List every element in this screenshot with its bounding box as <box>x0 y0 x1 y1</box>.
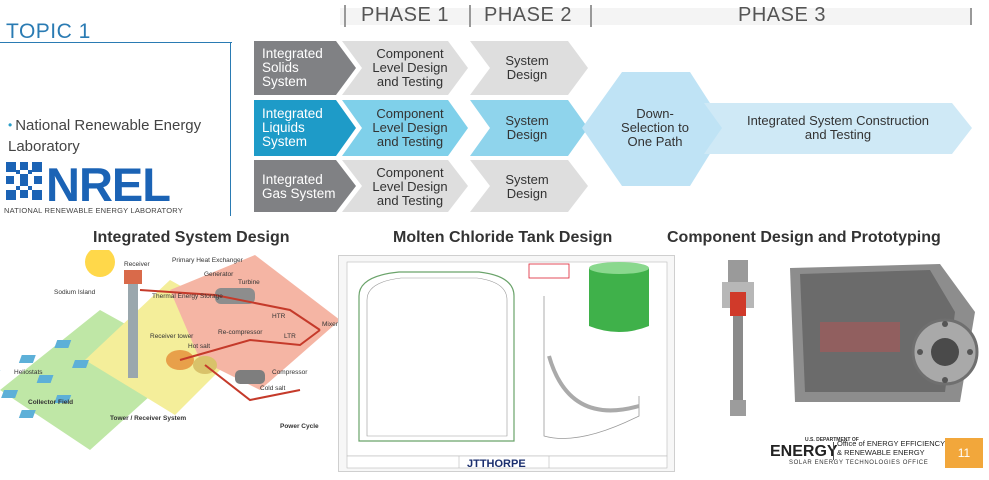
flow-diagram <box>254 41 972 212</box>
label-primary-hx: Primary Heat Exchanger <box>172 257 244 264</box>
label-collector-field: Collector Field <box>28 399 73 406</box>
eere-line1: Office of ENERGY EFFICIENCY <box>837 439 946 448</box>
lab-name-text: National Renewable Energy Laboratory <box>8 117 202 155</box>
label-turbine: Turbine <box>238 279 260 286</box>
label-mixer: Mixer <box>322 321 339 328</box>
label-receiver-tower: Receiver tower <box>150 333 194 340</box>
label-htr: HTR <box>272 313 286 320</box>
down-selection-shape <box>582 72 726 186</box>
phase-1-label: PHASE 1 <box>361 4 449 26</box>
doe-line1: U.S. DEPARTMENT OF <box>805 437 859 443</box>
pathway-liquids-label: Integrated Liquids System <box>262 106 323 149</box>
topic-title: TOPIC 1 <box>6 20 91 43</box>
label-thermal-storage: Thermal Energy Storage <box>152 293 223 300</box>
phase2-solids-chevron <box>470 41 588 95</box>
doe-divider <box>833 442 834 460</box>
system-design-heading: Integrated System Design <box>93 229 290 246</box>
doe-wordmark: ENERGY <box>770 443 838 460</box>
phase2-gas-label: System Design <box>505 172 549 201</box>
label-receiver: Receiver <box>124 261 150 268</box>
tank-drawing: JTTHORPE <box>346 261 668 470</box>
doe-logo: U.S. DEPARTMENT OF ENERGY Office of ENER… <box>767 437 947 477</box>
phase1-gas-chevron <box>342 160 468 212</box>
phase1-solids-chevron <box>342 41 468 95</box>
page-number: 11 <box>945 438 983 468</box>
jtthorpe-logo: JTTHORPE <box>467 458 526 470</box>
label-recompressor: Re-compressor <box>218 329 263 336</box>
phase2-liquids-label: System Design <box>505 113 549 142</box>
phase-header-bar <box>340 8 972 25</box>
final-phase-label: Integrated System Construction and Testi… <box>746 113 930 142</box>
tank-drawing-sheet: JTTHORPE <box>338 255 675 472</box>
phase-divider <box>590 5 592 27</box>
tank-design-heading: Molten Chloride Tank Design <box>393 229 613 246</box>
label-hot-salt: Hot salt <box>188 343 210 350</box>
phase-divider <box>344 5 346 27</box>
tank-elevation-outline <box>358 271 515 442</box>
phase2-gas-chevron <box>470 160 588 212</box>
topic-divider <box>230 42 231 216</box>
nrel-sun-icon <box>6 162 42 200</box>
seto-line: SOLAR ENERGY TECHNOLOGIES OFFICE <box>789 460 929 466</box>
receiver-tower-icon <box>128 278 138 378</box>
pathway-solids-label: Integrated Solids System <box>262 46 323 89</box>
pathway-solids-arrow <box>254 41 356 95</box>
label-ltr: LTR <box>284 333 296 340</box>
nrel-subtitle: NATIONAL RENEWABLE ENERGY LABORATORY <box>4 206 183 215</box>
phase1-liquids-chevron <box>342 100 468 156</box>
eere-line2: & RENEWABLE ENERGY <box>837 448 925 457</box>
final-phase-arrow <box>704 103 972 154</box>
sun-icon <box>85 250 115 277</box>
nrel-logo: NREL <box>6 160 171 206</box>
compressor-icon <box>235 370 265 384</box>
lab-name: •National Renewable Energy Laboratory <box>8 115 228 157</box>
phase-2-label: PHASE 2 <box>484 4 572 26</box>
label-power-cycle: Power Cycle <box>280 423 319 430</box>
phase2-liquids-chevron <box>470 100 588 156</box>
label-generator: Generator <box>204 271 234 278</box>
phase2-solids-label: System Design <box>505 53 549 82</box>
component-prototype-images <box>722 260 979 416</box>
revision-note <box>528 263 570 279</box>
label-tower-receiver: Tower / Receiver System <box>110 415 186 422</box>
pathway-gas-label: Integrated Gas System <box>262 172 336 201</box>
label-compressor: Compressor <box>272 369 308 376</box>
topic-underline <box>0 42 232 43</box>
pathway-liquids-arrow <box>254 100 356 156</box>
pathway-gas-arrow <box>254 160 356 212</box>
phase-3-label: PHASE 3 <box>738 4 826 26</box>
label-heliostats: Heliostats <box>14 369 43 376</box>
phase1-solids-label: Component Level Design and Testing <box>372 46 448 89</box>
pump-cutaway-render <box>722 260 754 416</box>
valve-housing-render <box>790 264 979 402</box>
label-sodium-island: Sodium Island <box>54 289 96 296</box>
heliostat-icons <box>0 340 89 418</box>
green-tank-render <box>589 268 649 332</box>
tank-section <box>543 296 640 439</box>
bullet-icon: • <box>8 118 13 132</box>
component-design-heading: Component Design and Prototyping <box>667 229 941 246</box>
phase-divider <box>469 5 471 27</box>
power-cycle-zone <box>170 255 340 390</box>
phase1-liquids-label: Component Level Design and Testing <box>372 106 448 149</box>
label-cold-salt: Cold salt <box>260 385 285 392</box>
system-design-illustration: Receiver Primary Heat Exchanger Generato… <box>0 250 340 450</box>
nrel-wordmark: NREL <box>46 160 170 206</box>
down-selection-label: Down-Selection to One Path <box>621 106 689 149</box>
phase1-gas-label: Component Level Design and Testing <box>372 165 448 208</box>
